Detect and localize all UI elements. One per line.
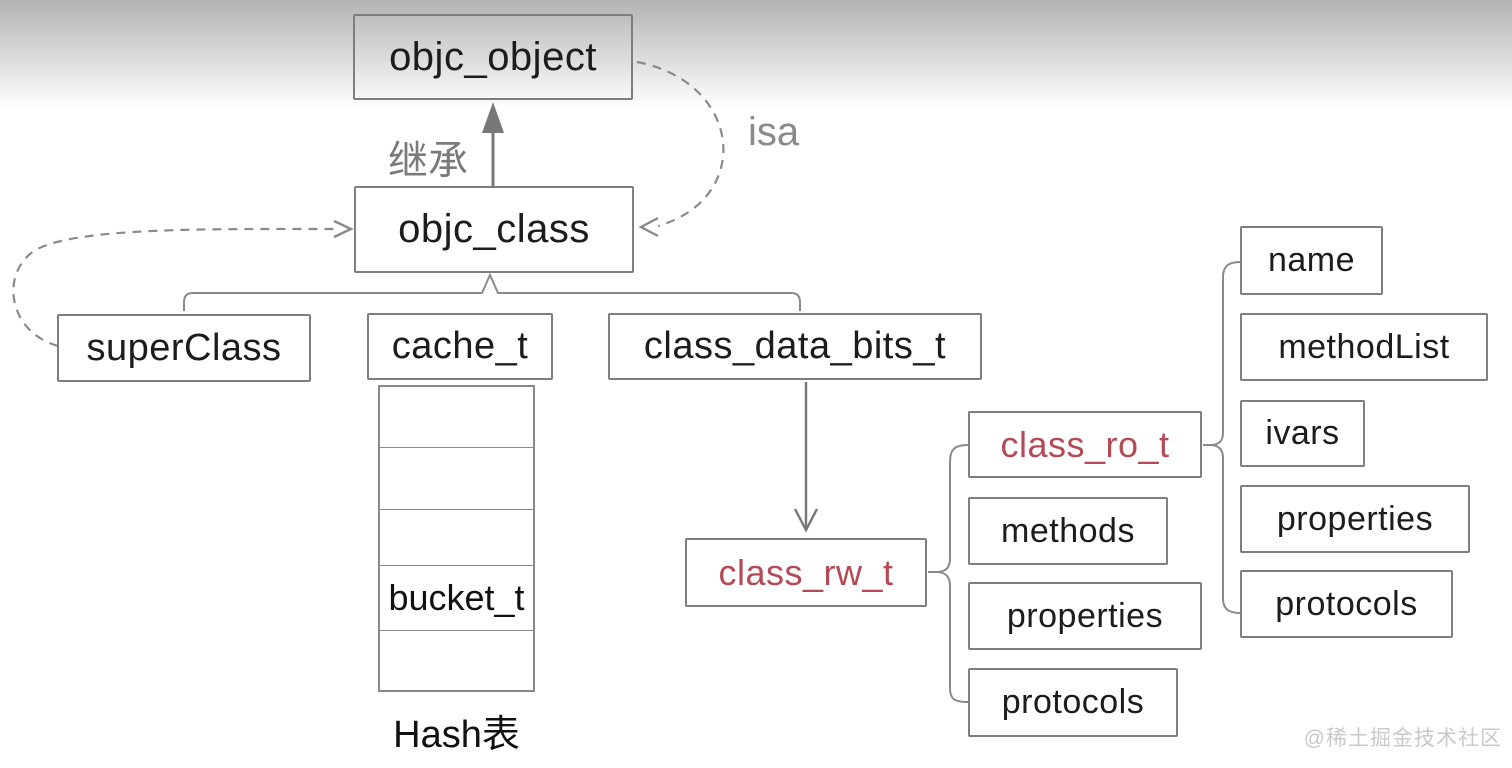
node-class-data-bits-t: class_data_bits_t — [608, 313, 982, 380]
cache-hash-table: bucket_t — [378, 385, 535, 692]
node-methods: methods — [968, 497, 1168, 565]
node-methodlist: methodList — [1240, 313, 1488, 381]
rw-children-brace — [928, 444, 969, 703]
node-cache-t: cache_t — [367, 313, 553, 380]
node-superclass: superClass — [57, 314, 311, 382]
isa-label: isa — [748, 110, 800, 154]
node-protocols-rw: protocols — [968, 668, 1178, 737]
hash-table-row — [380, 630, 533, 690]
node-class-ro-t: class_ro_t — [968, 411, 1202, 478]
superclass-dashed-arrow — [12, 219, 354, 348]
isa-dashed-arrow — [636, 60, 725, 238]
node-properties-ro: properties — [1240, 485, 1470, 553]
inheritance-label: 继承 — [388, 139, 468, 183]
node-ivars: ivars — [1240, 400, 1365, 467]
node-objc-class: objc_class — [354, 186, 634, 273]
node-class-rw-t: class_rw_t — [685, 538, 927, 607]
hash-table-row-bucket: bucket_t — [380, 565, 533, 630]
ro-children-brace — [1203, 261, 1241, 614]
hash-table-row — [380, 509, 533, 565]
node-name: name — [1240, 226, 1383, 295]
objc-class-children-bracket — [183, 272, 801, 311]
node-objc-object: objc_object — [353, 14, 633, 100]
hash-table-row — [380, 447, 533, 509]
hash-table-label: Hash表 — [393, 714, 520, 756]
watermark: @稀土掘金技术社区 — [1303, 727, 1502, 750]
bucket-t-label: bucket_t — [388, 577, 525, 618]
node-protocols-ro: protocols — [1240, 570, 1453, 638]
data-bits-to-rw-arrow — [793, 382, 819, 533]
inheritance-arrow — [482, 102, 504, 186]
hash-table-row — [380, 387, 533, 447]
node-properties-rw: properties — [968, 582, 1202, 650]
